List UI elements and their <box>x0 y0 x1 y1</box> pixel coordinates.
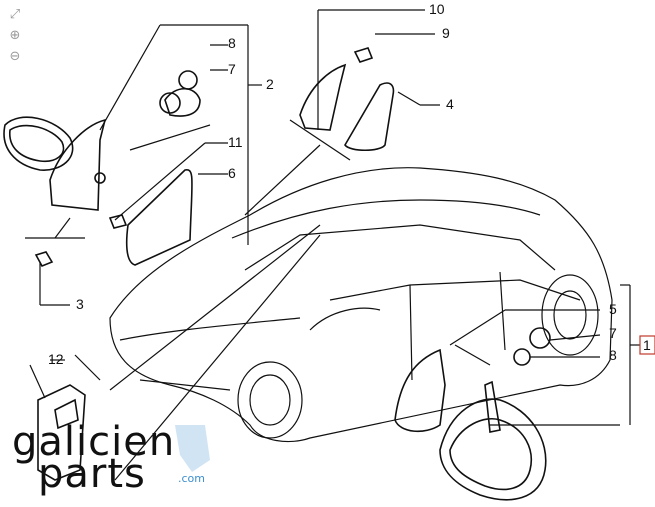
right-arm <box>484 380 501 433</box>
left-mirror-assembly <box>3 70 201 268</box>
inner-trim <box>299 63 347 131</box>
zoom-in-icon[interactable]: ⊕ <box>9 28 21 43</box>
left-cap <box>164 87 201 117</box>
mirror-bracket <box>37 384 86 481</box>
callout-5[interactable]: 5 <box>609 301 617 317</box>
callout-11[interactable]: 11 <box>228 134 243 150</box>
callout-4[interactable]: 4 <box>446 96 454 112</box>
watermark-line1: galicien <box>12 419 175 465</box>
right-mirror-housing <box>439 398 547 501</box>
callout-7-left[interactable]: 7 <box>228 61 236 77</box>
left-mirror-clip <box>94 172 106 184</box>
left-nut <box>108 214 128 229</box>
left-mirror-base <box>49 118 107 211</box>
watermark-line2: parts <box>38 451 146 497</box>
bracket-part <box>37 384 86 481</box>
callout-3[interactable]: 3 <box>76 296 84 312</box>
outer-trim <box>344 82 395 152</box>
callout-1[interactable]: 1 <box>643 337 651 353</box>
left-bolt-b <box>159 92 181 114</box>
zoom-out-icon[interactable]: ⊖ <box>9 49 21 64</box>
callout-8-right[interactable]: 8 <box>609 347 617 363</box>
left-mirror-housing <box>3 116 74 171</box>
upper-trim-parts <box>299 47 395 152</box>
callout-1-box <box>639 335 655 355</box>
left-screw <box>34 251 54 268</box>
right-bolt <box>529 327 551 349</box>
watermark-suffix: .com <box>178 472 205 485</box>
upper-screw <box>353 47 374 63</box>
fit-screen-icon[interactable]: ⤢ <box>9 7 21 22</box>
callout-9[interactable]: 9 <box>442 25 450 41</box>
right-mirror-base <box>394 348 446 433</box>
callout-12[interactable]: 12 <box>48 351 64 367</box>
left-mirror-glass <box>125 169 193 266</box>
callout-8-left[interactable]: 8 <box>228 35 236 51</box>
right-mirror-assembly <box>394 327 551 501</box>
callout-2[interactable]: 2 <box>266 76 274 92</box>
right-nut <box>513 348 531 366</box>
callout-6[interactable]: 6 <box>228 165 236 181</box>
car-outline <box>109 167 613 443</box>
left-bolt-a <box>178 70 198 90</box>
watermark-logo: galicien parts .com <box>12 419 210 497</box>
callout-7-right[interactable]: 7 <box>609 325 617 341</box>
callout-10[interactable]: 10 <box>429 1 445 17</box>
leader-lines <box>25 9 640 481</box>
